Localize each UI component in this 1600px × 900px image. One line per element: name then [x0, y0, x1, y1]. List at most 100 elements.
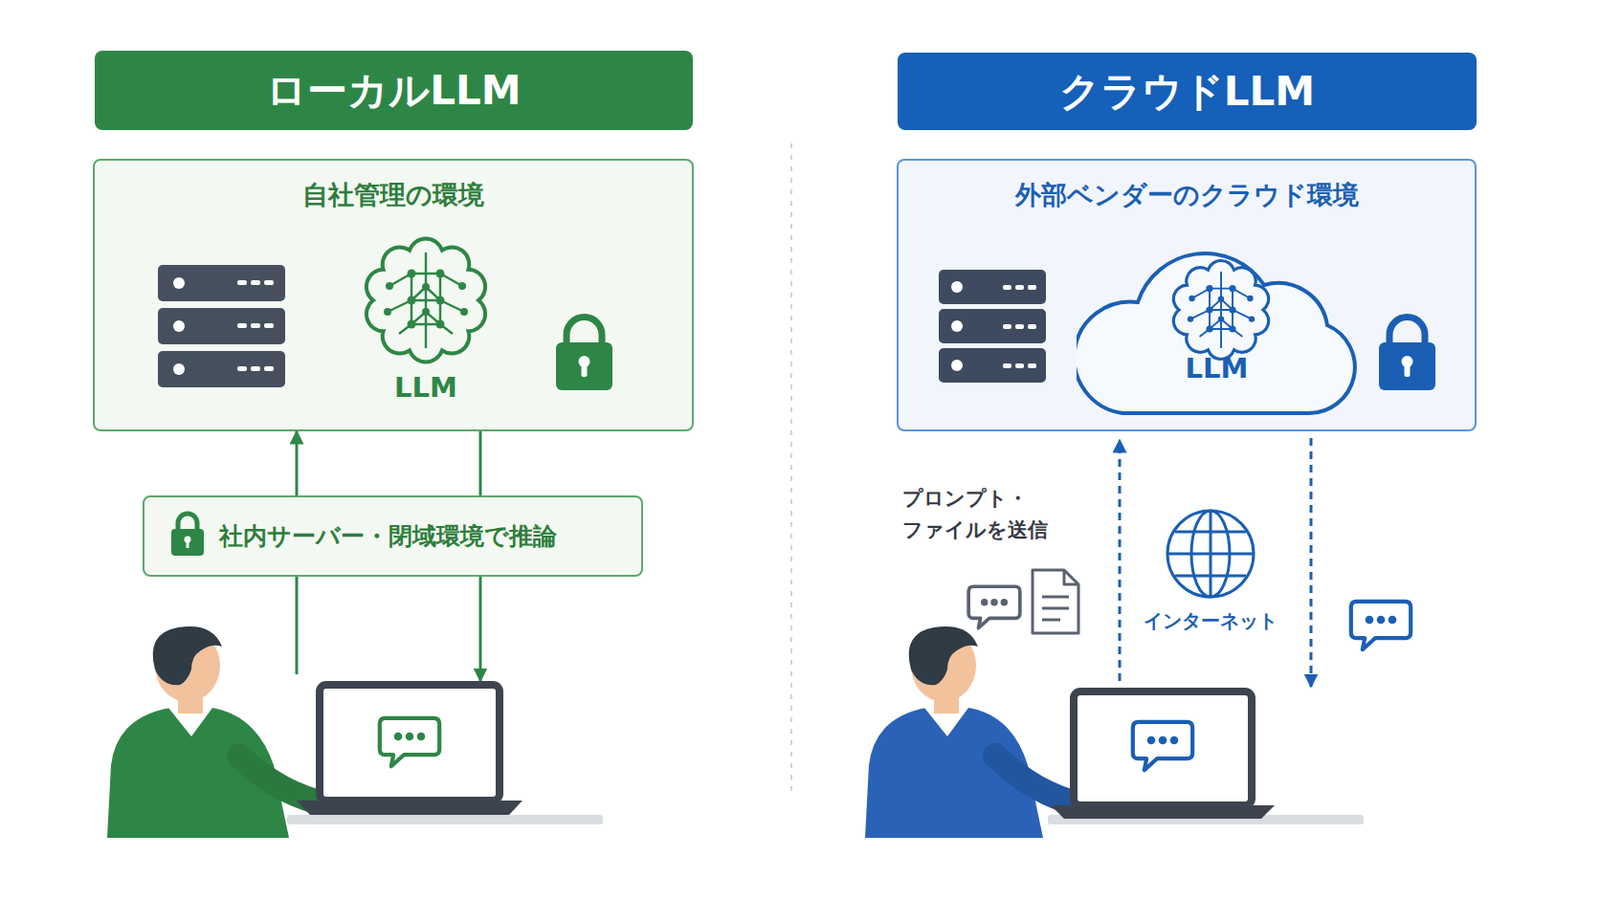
laptop-left [379, 718, 440, 767]
server-rack [1027, 324, 1037, 330]
lock-icon [566, 317, 602, 346]
server-rack [1002, 285, 1012, 290]
flow-connector [479, 431, 483, 496]
cloud-shape: LLM [1076, 229, 1357, 419]
node-text: 社内サーバー・閉域環境で推論 [219, 520, 557, 553]
person-left [153, 626, 223, 686]
model-label: LLM [368, 371, 484, 404]
environment-box: 外部ベンダーのクラウド環境 LLM [896, 158, 1477, 432]
server-rack [1015, 285, 1024, 290]
laptop-left [287, 815, 603, 825]
server-rack [173, 320, 185, 333]
header-band: ローカルLLM [94, 50, 693, 131]
server-rack [157, 265, 286, 388]
person-right [933, 681, 959, 714]
lock-icon [1404, 363, 1411, 378]
laptop-left [287, 685, 603, 825]
server-rack [1002, 363, 1012, 369]
laptop-right [1047, 691, 1364, 825]
laptop-right [1050, 805, 1275, 820]
globe-icon [1167, 511, 1254, 598]
server-rack [951, 281, 1037, 372]
person-right [865, 626, 1098, 839]
server-rack [237, 280, 247, 286]
server-rack [1002, 324, 1012, 330]
server-rack [157, 265, 286, 302]
lock-icon [578, 355, 591, 368]
server-rack [157, 308, 286, 345]
server-rack [1027, 363, 1037, 369]
flow-connector [295, 431, 299, 496]
lock-icon [184, 536, 192, 544]
person-right [911, 629, 977, 703]
server-rack [157, 351, 286, 388]
server-rack [173, 277, 274, 376]
laptop-right [1073, 691, 1252, 806]
node-text: 外部ベンダーのクラウド環境 [898, 177, 1475, 213]
lock-icon [171, 513, 204, 556]
lock-icon [1389, 317, 1425, 346]
network-label: インターネット [1124, 608, 1297, 635]
document-icon [1042, 597, 1069, 621]
laptop-right [1047, 815, 1364, 825]
server-rack [264, 280, 274, 286]
brain-icon [1173, 260, 1268, 359]
server-rack [951, 320, 963, 333]
document-icon [1064, 570, 1079, 585]
lock-icon [186, 540, 190, 549]
person-left [239, 755, 331, 806]
laptop-left [319, 685, 500, 801]
globe-icon [1167, 511, 1254, 598]
server-rack [250, 280, 261, 286]
person-right [865, 708, 1044, 839]
person-right [924, 708, 969, 737]
server-rack [1015, 363, 1024, 369]
environment-box: 自社管理の環境 [92, 158, 694, 432]
lock-icon [177, 513, 198, 532]
server-rack [264, 366, 274, 372]
server-rack [264, 323, 274, 329]
person-left [107, 708, 289, 839]
node-text: ローカルLLM [266, 64, 521, 118]
chat-icon [968, 586, 1021, 628]
download-arrow [1310, 438, 1313, 688]
server-rack [237, 323, 247, 329]
person-left [321, 798, 345, 814]
lock-icon [555, 317, 613, 392]
server-rack [1027, 285, 1037, 290]
upload-arrow [1118, 440, 1122, 682]
chat-icon [1351, 601, 1411, 650]
cloud-outline [1076, 253, 1356, 414]
server-rack [938, 348, 1046, 383]
inference-box: 社内サーバー・閉域環境で推論 [142, 495, 644, 578]
globe-icon [1167, 511, 1254, 598]
server-rack [951, 281, 963, 293]
person-right [995, 755, 1084, 806]
server-rack [951, 359, 963, 372]
person-left [168, 708, 213, 737]
server-rack [938, 269, 1046, 305]
response-arrow [479, 577, 483, 682]
cloud-outline [1076, 229, 1357, 419]
brain-icon [366, 239, 486, 363]
person-left [155, 629, 221, 703]
node-text: LLM [1076, 352, 1357, 385]
person-left [107, 626, 345, 839]
lock-icon [171, 529, 204, 556]
laptop-left [296, 800, 523, 816]
lock-icon [1378, 342, 1436, 391]
server-rack [250, 366, 261, 372]
server-rack [1015, 324, 1024, 330]
server-rack [173, 363, 185, 376]
server-rack [250, 323, 261, 329]
node-text: 自社管理の環境 [94, 177, 692, 213]
server-rack [938, 269, 1046, 383]
person-left [177, 681, 203, 714]
document-icon [1032, 570, 1079, 634]
server-rack [938, 309, 1046, 344]
